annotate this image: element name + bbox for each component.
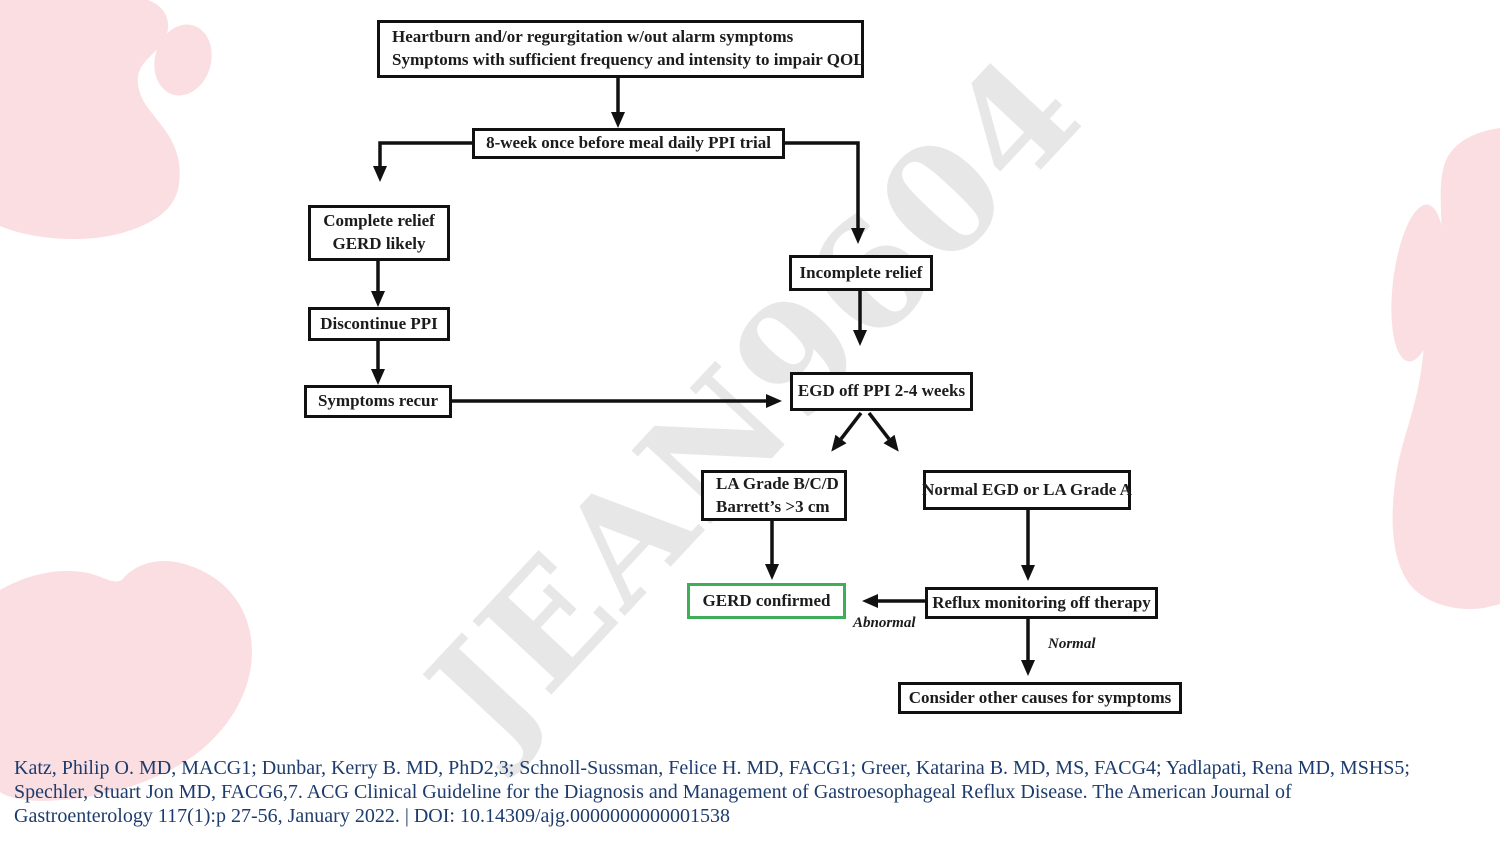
blob-top-left-egg [154, 24, 212, 96]
node-consider-other-causes-label: Consider other causes for symptoms [908, 687, 1172, 707]
citation-line-3: Gastroenterology 117(1):p 27-56, January… [14, 805, 730, 827]
citation-line-2: Spechler, Stuart Jon MD, FACG6,7. ACG Cl… [14, 781, 1292, 803]
node-ppi-trial: 8-week once before meal daily PPI trial [472, 128, 785, 159]
node-egd-off-ppi-label: EGD off PPI 2-4 weeks [797, 381, 966, 401]
node-complete-relief-line1: Complete relief [323, 211, 435, 231]
edge-label-abnormal: Abnormal [853, 615, 916, 631]
node-incomplete-relief-label: Incomplete relief [799, 262, 923, 282]
node-symptoms-recur: Symptoms recur [304, 385, 452, 418]
node-incomplete-relief: Incomplete relief [789, 255, 933, 291]
node-complete-relief-line2: GERD likely [332, 234, 426, 253]
blob-right-petal [1391, 204, 1445, 362]
node-discontinue-ppi: Discontinue PPI [308, 307, 450, 341]
blob-top-left [0, 0, 180, 240]
blob-right [1392, 128, 1500, 609]
node-la-grade-line2: Barrett’s >3 cm [716, 496, 830, 516]
citation: Katz, Philip O. MD, MACG1; Dunbar, Kerry… [14, 756, 1410, 828]
node-reflux-monitoring: Reflux monitoring off therapy [925, 587, 1158, 619]
node-normal-egd-label: Normal EGD or LA Grade A [922, 479, 1132, 499]
node-ppi-trial-label: 8-week once before meal daily PPI trial [486, 133, 771, 153]
edge-label-normal: Normal [1048, 636, 1096, 652]
node-symptoms-recur-label: Symptoms recur [317, 391, 439, 411]
edge-egd-to-normalegd [867, 411, 899, 452]
node-gerd-confirmed-label: GERD confirmed [702, 590, 831, 610]
node-heartburn-line1: Heartburn and/or regurgitation w/out ala… [392, 27, 794, 47]
node-la-grade: LA Grade B/C/D Barrett’s >3 cm [701, 470, 847, 521]
node-egd-off-ppi: EGD off PPI 2-4 weeks [790, 372, 973, 411]
node-consider-other-causes: Consider other causes for symptoms [898, 682, 1182, 714]
edge-egd-to-lagrade [831, 411, 863, 452]
blob-bottom-left [0, 560, 252, 801]
node-normal-egd: Normal EGD or LA Grade A [922, 470, 1132, 510]
node-complete-relief: Complete relief GERD likely [308, 205, 450, 261]
edge-ppitrial-to-incomplete [785, 141, 865, 244]
node-heartburn-symptoms: Heartburn and/or regurgitation w/out ala… [377, 20, 865, 78]
node-reflux-monitoring-label: Reflux monitoring off therapy [932, 592, 1151, 612]
node-heartburn-line2: Symptoms with sufficient frequency and i… [392, 50, 865, 69]
citation-line-1: Katz, Philip O. MD, MACG1; Dunbar, Kerry… [14, 757, 1410, 779]
edge-ppitrial-to-completerelief [373, 141, 472, 182]
node-la-grade-line1: LA Grade B/C/D [716, 473, 839, 493]
node-discontinue-ppi-label: Discontinue PPI [320, 313, 438, 333]
node-gerd-confirmed: GERD confirmed [687, 583, 846, 619]
